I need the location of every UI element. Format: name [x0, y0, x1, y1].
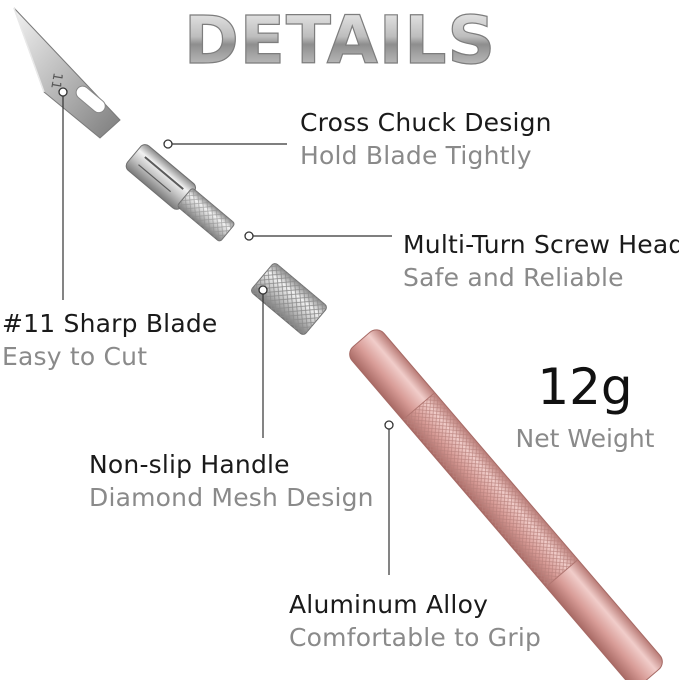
callout-subtitle: Safe and Reliable [403, 263, 624, 292]
callout-title: Multi-Turn Screw Head [403, 230, 679, 259]
callout-subtitle: Hold Blade Tightly [300, 141, 532, 170]
handle-dot [384, 420, 394, 430]
callout-subtitle: Diamond Mesh Design [89, 483, 374, 512]
callout-title: Non-slip Handle [89, 450, 290, 479]
callout-title: #11 Sharp Blade [2, 309, 218, 338]
handle [349, 329, 663, 680]
callout-title: Cross Chuck Design [300, 108, 552, 137]
chuck-dot [163, 139, 173, 149]
callout-cross-chuck: Cross Chuck Design Hold Blade Tightly [300, 110, 552, 168]
blade-number-engraving: 11 [47, 71, 65, 90]
collar-dot [258, 285, 268, 295]
callout-dots [58, 87, 394, 430]
weight-caption: Net Weight [515, 424, 655, 453]
callout-subtitle: Easy to Cut [2, 342, 148, 371]
weight-value: 12g [537, 358, 633, 416]
callout-blade: #11 Sharp Blade Easy to Cut [2, 311, 218, 369]
callout-title: Aluminum Alloy [289, 590, 489, 619]
leader-lines [62, 92, 392, 575]
details-title: DETAILS [183, 1, 496, 72]
blade-dot [58, 87, 68, 97]
net-weight: 12g Net Weight [510, 362, 660, 451]
callout-alloy: Aluminum Alloy Comfortable to Grip [289, 592, 541, 650]
callout-handle: Non-slip Handle Diamond Mesh Design [89, 452, 374, 510]
screw-dot [244, 231, 254, 241]
screw-head [251, 263, 327, 335]
cross-chuck [125, 144, 235, 242]
blade: 11 [13, 7, 121, 139]
details-title-text: DETAILS [184, 2, 496, 72]
callout-screw-head: Multi-Turn Screw Head Safe and Reliable [403, 232, 679, 290]
callout-subtitle: Comfortable to Grip [289, 623, 542, 652]
